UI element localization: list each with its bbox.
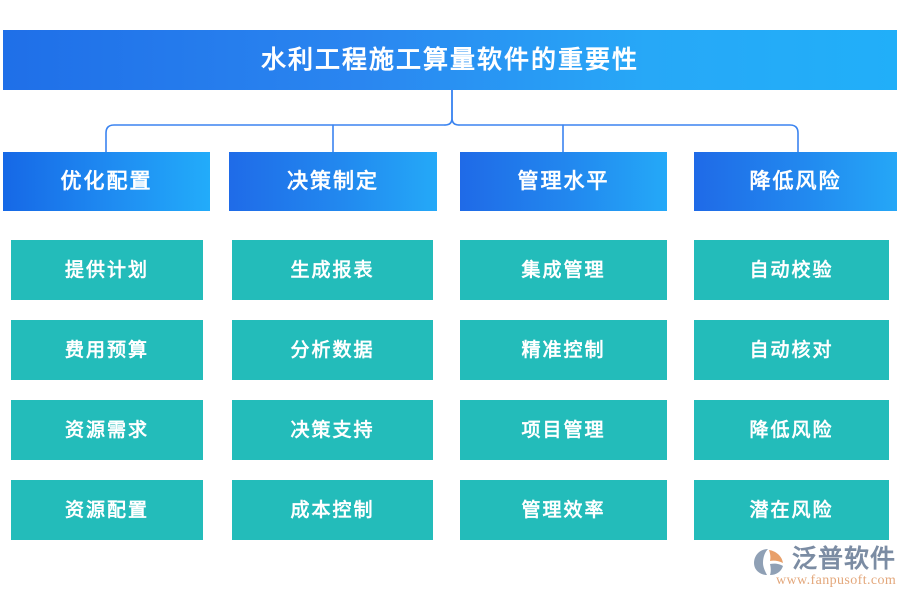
item-label: 精准控制 [521, 339, 606, 361]
category-box-3[interactable]: 管理水平 [460, 152, 667, 211]
item-label: 资源配置 [64, 499, 149, 521]
category-box-4[interactable]: 降低风险 [694, 152, 897, 211]
item-label: 管理效率 [521, 499, 606, 521]
category-label: 降低风险 [749, 169, 842, 193]
category-label: 决策制定 [287, 169, 379, 193]
item-box[interactable]: 提供计划 [11, 240, 203, 300]
item-label: 降低风险 [749, 419, 834, 441]
item-label: 分析数据 [290, 339, 375, 361]
item-label: 资源需求 [64, 419, 149, 441]
diagram-title-banner: 水利工程施工算量软件的重要性 [3, 30, 897, 90]
item-box[interactable]: 降低风险 [694, 400, 889, 460]
connector-bracket [105, 89, 799, 153]
logo-url-text: www.fanpusoft.com [776, 573, 897, 588]
item-label: 费用预算 [64, 339, 149, 361]
logo-brand-text: 泛普软件 [792, 546, 897, 573]
connector-branch-4 [458, 124, 799, 153]
item-label: 提供计划 [64, 259, 149, 281]
fanpu-logo-icon [754, 549, 783, 575]
logo-crescent-shape [754, 549, 768, 575]
item-box[interactable]: 费用预算 [11, 320, 203, 380]
item-box[interactable]: 成本控制 [232, 480, 433, 540]
page-title: 水利工程施工算量软件的重要性 [260, 46, 639, 74]
item-box[interactable]: 生成报表 [232, 240, 433, 300]
item-box[interactable]: 决策支持 [232, 400, 433, 460]
item-label: 决策支持 [290, 419, 375, 441]
category-box-1[interactable]: 优化配置 [3, 152, 210, 211]
category-box-2[interactable]: 决策制定 [229, 152, 437, 211]
item-label: 潜在风险 [749, 499, 834, 521]
item-label: 项目管理 [521, 419, 606, 441]
item-label: 自动校验 [749, 259, 834, 281]
logo-accent-shape [769, 550, 783, 563]
logo-lower-shape [770, 563, 783, 575]
category-label: 管理水平 [517, 169, 610, 193]
item-box[interactable]: 管理效率 [460, 480, 667, 540]
item-label: 生成报表 [290, 259, 375, 281]
item-box[interactable]: 资源需求 [11, 400, 203, 460]
item-box[interactable]: 集成管理 [460, 240, 667, 300]
connector-stem-left [444, 89, 453, 126]
item-box[interactable]: 资源配置 [11, 480, 203, 540]
item-label: 自动核对 [749, 339, 834, 361]
item-label: 集成管理 [521, 259, 606, 281]
item-box[interactable]: 潜在风险 [694, 480, 889, 540]
watermark-logo: 泛普软件 www.fanpusoft.com [752, 545, 897, 593]
item-box[interactable]: 自动核对 [694, 320, 889, 380]
connector-stem-right [451, 89, 460, 126]
category-label: 优化配置 [60, 169, 153, 193]
item-box[interactable]: 项目管理 [460, 400, 667, 460]
item-box[interactable]: 精准控制 [460, 320, 667, 380]
connector-branch-1 [105, 124, 446, 153]
item-label: 成本控制 [290, 499, 375, 521]
item-box[interactable]: 分析数据 [232, 320, 433, 380]
item-box[interactable]: 自动校验 [694, 240, 889, 300]
